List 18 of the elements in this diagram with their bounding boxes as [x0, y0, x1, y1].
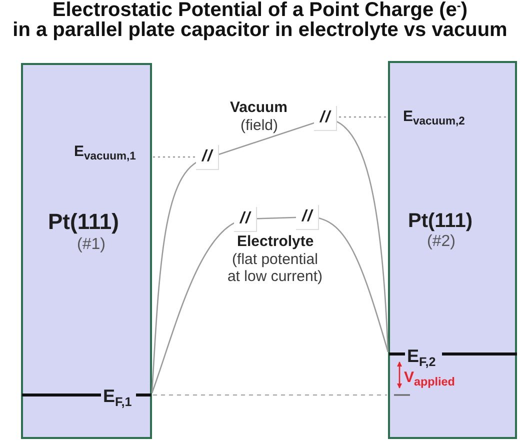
region-label: Electrolyte [237, 234, 314, 250]
voltage-label: V$_{applied}$ [404, 370, 455, 386]
diagram-title: Electrostatic Potential of a Point Charge (e$^{-}$) in a parallel plate capacitor in electrolyte vs vacuum [12, 0, 508, 40]
electrode-plate [21, 63, 152, 439]
electrode-plate [388, 61, 517, 439]
electrode-number: (#2) [427, 234, 456, 250]
break-mark: // [196, 145, 219, 170]
break-mark: // [314, 106, 337, 131]
vacuum-level-label: E$_{vacuum,1}$ [74, 143, 136, 161]
electrode-number: (#1) [77, 237, 106, 253]
region-note: (flat potential at low current) [226, 250, 324, 286]
region-note: (field) [240, 118, 278, 134]
region-label: Vacuum [230, 100, 288, 116]
electrode-name: Pt(111) [48, 210, 119, 232]
vacuum-level-label: E$_{vacuum,2}$ [403, 108, 465, 126]
electrode-name: Pt(111) [408, 211, 472, 231]
break-mark: // [234, 207, 257, 232]
break-mark: // [296, 205, 319, 230]
